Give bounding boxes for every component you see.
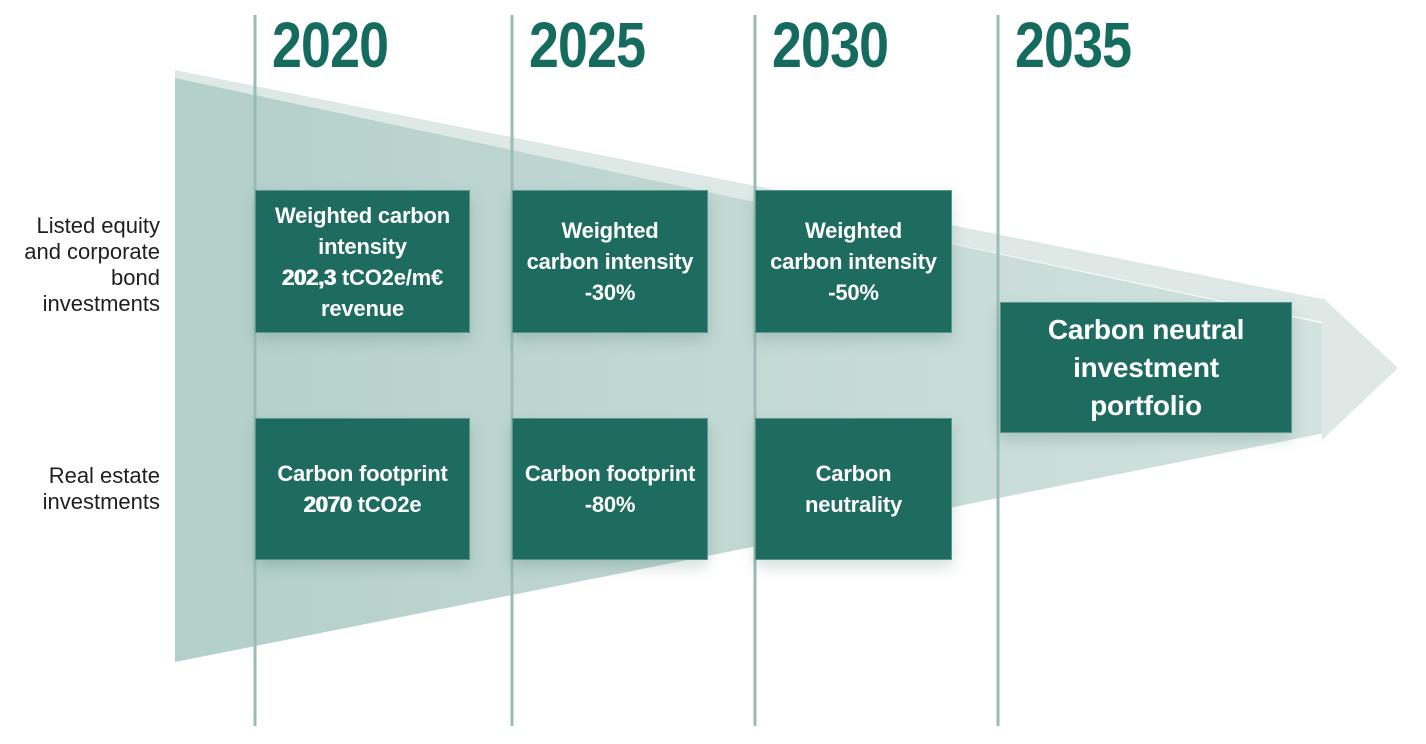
arrow-top-highlight-shape <box>175 70 1322 322</box>
milestone-box-2025-real-estate: Carbon footprint-80% <box>512 418 708 560</box>
year-label-2030: 2030 <box>772 9 889 81</box>
year-label-2020: 2020 <box>272 9 389 81</box>
timeline-line-2025 <box>510 15 514 726</box>
year-label-2035: 2035 <box>1015 9 1132 81</box>
timeline-line-2030 <box>753 15 757 726</box>
timeline-line-2035 <box>996 15 1000 726</box>
arrow-head-shape <box>1322 297 1398 440</box>
year-label-2025: 2025 <box>529 9 646 81</box>
timeline-line-2020 <box>253 15 257 726</box>
